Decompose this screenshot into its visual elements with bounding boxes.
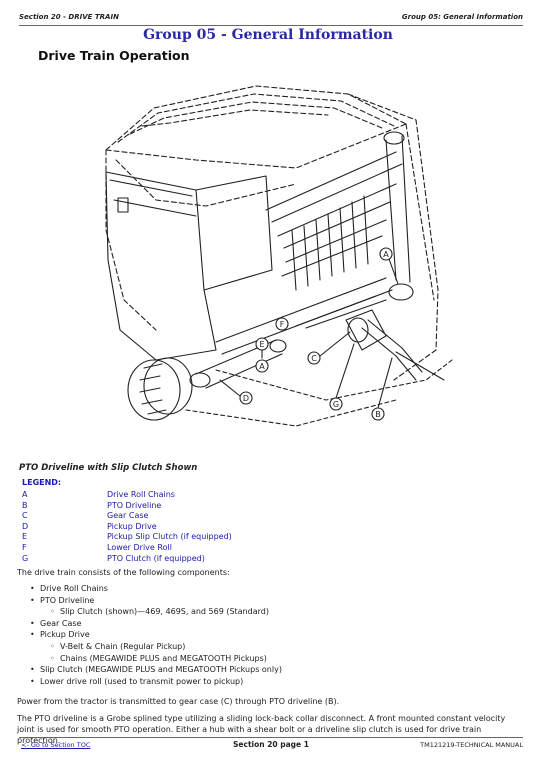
svg-text:A: A xyxy=(259,362,265,371)
paragraph-driveline: The PTO driveline is a Grobe splined typ… xyxy=(17,714,506,745)
page-header: Section 20 - DRIVE TRAIN Group 05: Gener… xyxy=(19,11,523,26)
svg-text:D: D xyxy=(243,394,249,403)
legend-row: C Gear Case xyxy=(22,511,322,522)
gear-case xyxy=(345,309,445,381)
front-panel xyxy=(105,171,273,361)
legend-key: E xyxy=(22,532,28,542)
lower-drive-roll xyxy=(215,277,393,355)
toc-link[interactable]: <- Go to Section TOC xyxy=(21,741,91,749)
tire xyxy=(127,357,193,421)
rollers xyxy=(265,151,403,291)
legend-row: F Lower Drive Roll xyxy=(22,543,322,554)
list-item: Slip Clutch (MEGAWIDE PLUS and MEGATOOTH… xyxy=(30,665,430,677)
baler-roof xyxy=(105,85,407,331)
list-item: PTO Driveline xyxy=(30,596,430,608)
page-footer: <- Go to Section TOC Section 20 page 1 T… xyxy=(19,737,523,751)
paragraph-power: Power from the tractor is transmitted to… xyxy=(17,697,340,706)
legend-label: Gear Case xyxy=(107,511,149,521)
legend-label: Lower Drive Roll xyxy=(107,542,172,552)
svg-text:G: G xyxy=(333,400,339,409)
callout-f: F xyxy=(275,317,289,331)
legend-row: A Drive Roll Chains xyxy=(22,490,322,501)
legend-key: A xyxy=(22,490,28,499)
callout-e: E xyxy=(255,337,269,359)
legend-label: Pickup Slip Clutch (if equipped) xyxy=(107,532,232,542)
svg-text:A: A xyxy=(383,250,389,259)
list-item: Gear Case xyxy=(30,619,430,631)
list-item: Lower drive roll (used to transmit power… xyxy=(30,677,430,689)
side-panel xyxy=(347,93,439,381)
components-intro: The drive train consists of the followin… xyxy=(17,568,230,577)
svg-text:B: B xyxy=(375,410,381,419)
legend-label: PTO Clutch (if equipped) xyxy=(107,553,205,563)
legend-row: B PTO Driveline xyxy=(22,501,322,512)
svg-text:E: E xyxy=(259,340,264,349)
list-item: V-Belt & Chain (Regular Pickup) xyxy=(30,642,430,654)
list-item: Pickup Drive xyxy=(30,630,430,642)
callout-b: B xyxy=(371,357,393,421)
group-title: Group 05 - General Information xyxy=(143,27,393,43)
drive-train-illustration: A F E A C D G B xyxy=(105,85,453,427)
svg-text:F: F xyxy=(280,320,285,329)
header-section: Section 20 - DRIVE TRAIN xyxy=(19,13,119,21)
legend-key: D xyxy=(22,521,29,531)
callout-g: G xyxy=(329,343,355,411)
frame xyxy=(185,359,453,427)
svg-text:C: C xyxy=(311,354,317,363)
components-list: Drive Roll Chains PTO Driveline Slip Clu… xyxy=(30,584,430,688)
legend-key: F xyxy=(22,542,27,552)
header-group: Group 05: General Information xyxy=(401,13,523,21)
section-title: Drive Train Operation xyxy=(38,48,190,63)
callout-a-upper: A xyxy=(379,247,399,285)
legend-key: C xyxy=(22,511,28,521)
legend-title: LEGEND: xyxy=(22,478,62,487)
legend: A Drive Roll Chains B PTO Driveline C Gear … xyxy=(22,490,322,564)
manual-id: TM121219-TECHNICAL MANUAL xyxy=(420,741,523,749)
list-item: Slip Clutch (shown)—469, 469S, and 569 (… xyxy=(30,607,430,619)
legend-row: G PTO Clutch (if equipped) xyxy=(22,554,322,565)
callout-a-lower: A xyxy=(255,359,269,373)
page-number: Section 20 page 1 xyxy=(233,740,309,749)
pickup-drive xyxy=(189,339,287,389)
legend-key: B xyxy=(22,500,28,510)
callout-c: C xyxy=(307,331,351,365)
legend-label: Pickup Drive xyxy=(107,521,157,531)
drive-roll-chains xyxy=(383,131,414,301)
list-item: Drive Roll Chains xyxy=(30,584,430,596)
legend-row: E Pickup Slip Clutch (if equipped) xyxy=(22,532,322,543)
legend-row: D Pickup Drive xyxy=(22,522,322,533)
callout-d: D xyxy=(219,379,253,405)
legend-key: G xyxy=(22,553,29,563)
figure-caption: PTO Driveline with Slip Clutch Shown xyxy=(19,463,198,473)
list-item: Chains (MEGAWIDE PLUS and MEGATOOTH Pick… xyxy=(30,654,430,666)
legend-label: PTO Driveline xyxy=(107,500,162,510)
legend-label: Drive Roll Chains xyxy=(107,490,175,499)
